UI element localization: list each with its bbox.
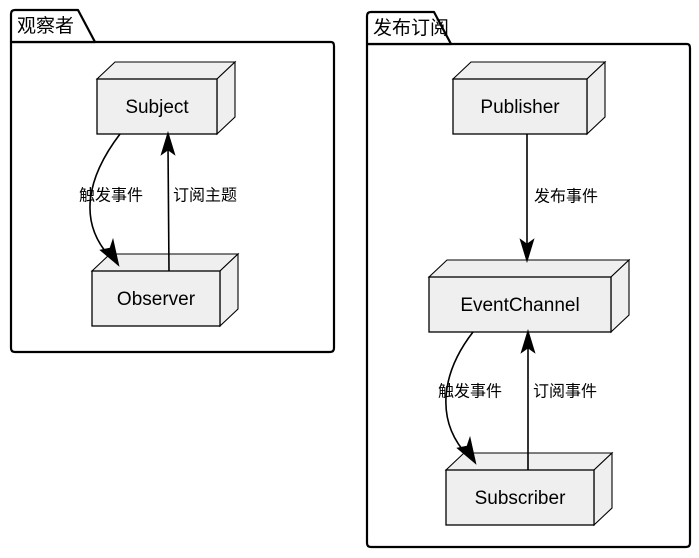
node-subscriber-front-face xyxy=(445,469,595,526)
edge-subscriber-to-channel[interactable]: 订阅事件 xyxy=(520,328,597,470)
node-observer[interactable]: Observer xyxy=(90,252,240,328)
node-eventchannel-front-face xyxy=(428,276,612,333)
node-observer-front-face xyxy=(91,270,221,327)
node-eventchannel[interactable]: EventChannel xyxy=(427,258,631,334)
package-pubsub-label: 发布订阅 xyxy=(373,17,449,39)
node-subject-front-face xyxy=(96,78,218,135)
edge-subject-to-observer-label: 触发事件 xyxy=(79,186,143,205)
node-publisher-top-face xyxy=(451,61,607,80)
edge-observer-to-subject-arrowhead xyxy=(160,130,176,156)
edge-observer-to-subject-line xyxy=(167,145,170,272)
edge-subject-to-observer[interactable]: 触发事件 xyxy=(79,133,143,267)
edge-publisher-to-channel-arrowhead xyxy=(519,238,535,264)
edge-publisher-to-channel-label: 发布事件 xyxy=(534,187,598,206)
edge-channel-to-subscriber-line xyxy=(445,331,474,457)
edge-subscriber-to-channel-label: 订阅事件 xyxy=(533,382,597,401)
edge-channel-to-subscriber-arrowhead xyxy=(456,435,477,465)
node-subject[interactable]: Subject xyxy=(95,60,237,136)
node-publisher-front-face xyxy=(452,78,588,135)
edge-observer-to-subject-label: 订阅主题 xyxy=(173,186,237,205)
node-publisher-label: Publisher xyxy=(480,97,560,118)
node-subject-top-face xyxy=(95,61,237,80)
node-subscriber[interactable]: Subscriber xyxy=(444,451,614,527)
node-publisher[interactable]: Publisher xyxy=(451,60,607,136)
edge-channel-to-subscriber[interactable]: 触发事件 xyxy=(438,331,502,465)
node-eventchannel-top-face xyxy=(427,259,631,278)
edge-subscriber-to-channel-arrowhead xyxy=(520,328,536,354)
package-observer-label: 观察者 xyxy=(17,15,74,37)
edge-channel-to-subscriber-label: 触发事件 xyxy=(438,382,502,401)
edge-subject-to-observer-arrowhead xyxy=(99,237,120,267)
node-observer-label: Observer xyxy=(117,289,196,310)
edge-subject-to-observer-line xyxy=(89,133,121,260)
edge-publisher-to-channel[interactable]: 发布事件 xyxy=(519,134,598,264)
package-observer-tab xyxy=(9,8,97,44)
node-subscriber-label: Subscriber xyxy=(475,488,566,509)
package-pubsub-tab xyxy=(365,10,453,46)
edge-observer-to-subject[interactable]: 订阅主题 xyxy=(160,130,237,272)
package-observer[interactable]: 观察者 Subject Observer 触发事件 订阅主题 xyxy=(9,8,336,354)
package-pubsub[interactable]: 发布订阅 Publisher EventChannel Subscriber 发 xyxy=(365,10,692,549)
node-eventchannel-label: EventChannel xyxy=(460,295,579,316)
node-subject-label: Subject xyxy=(125,97,189,118)
